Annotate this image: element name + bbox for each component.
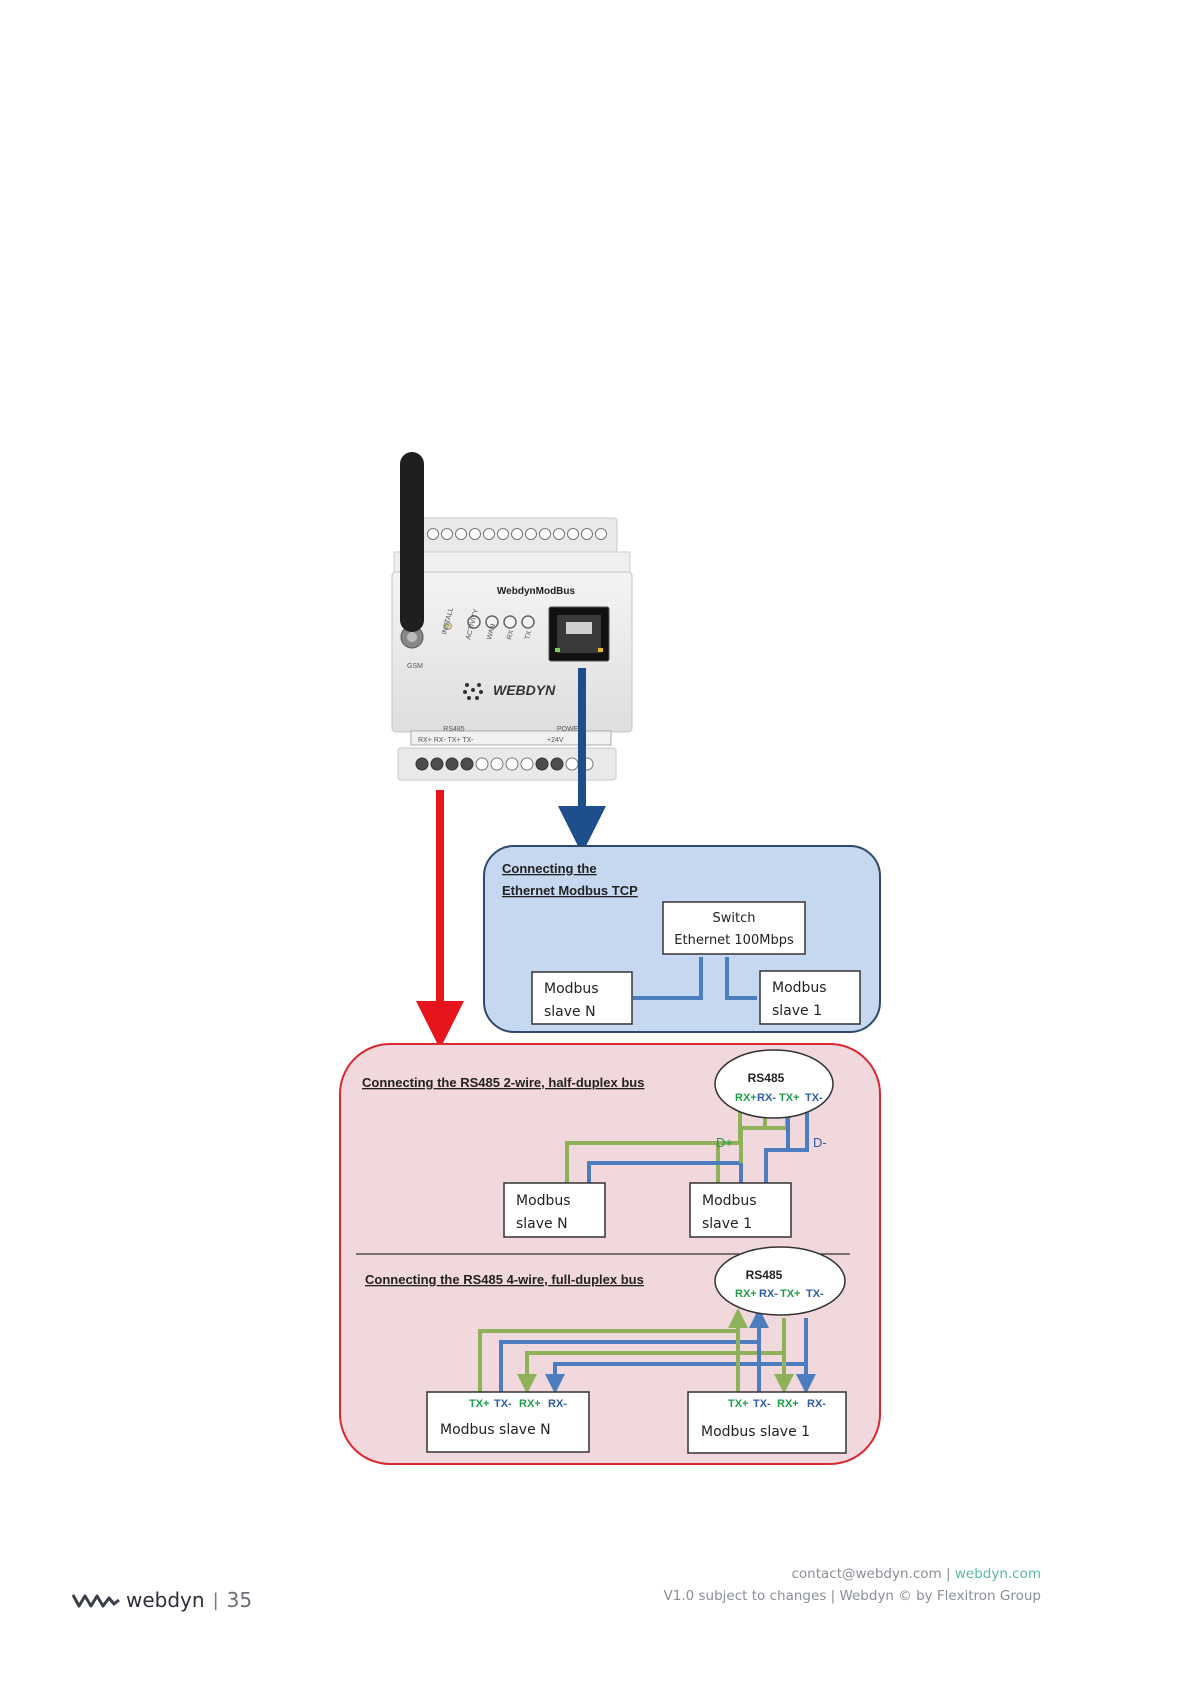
antenna-label: GSM <box>407 663 423 670</box>
rs485-2wire-slave-1-box <box>689 1182 792 1238</box>
switch-label-line2: Ethernet 100Mbps <box>674 933 794 948</box>
ethernet-port <box>548 606 610 662</box>
two-wire-title: Connecting the RS485 2-wire, half-duplex… <box>362 1075 644 1090</box>
device-model-label: WebdynModBus <box>497 586 576 597</box>
rs485-2wire-slave-1-line2: slave 1 <box>702 1216 752 1232</box>
rs485-4wire-pin-rxp: RX+ <box>735 1288 757 1300</box>
slave-n-pin-txm: TX- <box>494 1398 512 1410</box>
rs485-panel: Connecting the RS485 2-wire, half-duplex… <box>339 1043 881 1465</box>
ethernet-slave-1-line2: slave 1 <box>772 1003 822 1019</box>
slave-n-pin-rxp: RX+ <box>519 1398 541 1410</box>
ethernet-panel: Connecting the Ethernet Modbus TCP Switc… <box>483 845 881 1033</box>
d-plus-label: D+ <box>716 1135 733 1150</box>
rs485-4wire-slave-n-label: Modbus slave N <box>440 1422 551 1438</box>
ethernet-switch-box <box>662 901 806 955</box>
page-number: 35 <box>226 1588 253 1612</box>
top-terminal-screws <box>427 528 607 540</box>
footer-brand: webdyn <box>126 1588 205 1612</box>
rs485-4wire-pin-txm: TX- <box>806 1288 824 1300</box>
webdyn-logo: WEBDYN <box>463 682 556 700</box>
power-label: POWER <box>557 726 583 733</box>
footer-email-separator: | <box>945 1566 951 1582</box>
footer-email[interactable]: contact@webdyn.com <box>791 1566 942 1582</box>
ethernet-slave-n-line2: slave N <box>544 1004 596 1020</box>
rs485-2wire-slave-n-line2: slave N <box>516 1216 568 1232</box>
footer-brand-block: webdyn | 35 <box>72 1588 252 1612</box>
rs485-2wire-slave-1-line1: Modbus <box>702 1193 757 1209</box>
d-minus-label: D- <box>813 1135 827 1150</box>
rs485-2wire-pin-rxp: RX+ <box>735 1092 757 1104</box>
rs485-2wire-pin-rxm: RX- <box>757 1092 776 1104</box>
footer-contact: contact@webdyn.com | webdyn.com V1.0 sub… <box>664 1563 1041 1607</box>
rs485-2wire-pin-txm: TX- <box>805 1092 823 1104</box>
power-pins: +24V <box>547 737 564 744</box>
footer-page-separator: | <box>212 1589 219 1611</box>
webdyn-modbus-device: WebdynModBus INSTALL ACTIVITY WAN RX TX <box>391 452 633 781</box>
rs485-4wire-pin-txp: TX+ <box>780 1288 800 1300</box>
slave-n-pin-rxm: RX- <box>548 1398 567 1410</box>
slave-1-pin-txm: TX- <box>753 1398 771 1410</box>
rs485-terminal-label: RS485 <box>443 726 465 733</box>
footer-version-line: V1.0 subject to changes | Webdyn © by Fl… <box>663 1588 1041 1604</box>
switch-label-line1: Switch <box>713 911 756 926</box>
ethernet-slave-n-box <box>531 971 633 1025</box>
rs485-4wire-connector <box>714 1246 846 1316</box>
ethernet-title-line1: Connecting the <box>502 861 597 876</box>
rs485-4wire-slave-1-box <box>687 1391 847 1454</box>
status-leds <box>444 615 535 630</box>
four-wire-title: Connecting the RS485 4-wire, full-duplex… <box>365 1272 644 1287</box>
slave-1-pin-rxp: RX+ <box>777 1398 799 1410</box>
device-brand: WEBDYN <box>493 682 556 698</box>
ethernet-slave-1-line1: Modbus <box>772 980 827 996</box>
ethernet-slave-n-line1: Modbus <box>544 981 599 997</box>
led-label-tx: TX <box>524 630 533 641</box>
led-label-rx: RX <box>506 629 515 641</box>
rs485-4wire-pin-rxm: RX- <box>759 1288 778 1300</box>
gsm-antenna <box>400 452 424 632</box>
slave-1-pin-rxm: RX- <box>807 1398 826 1410</box>
led-label-wan: WAN <box>486 623 497 640</box>
rs485-4wire-slave-n-box <box>426 1391 590 1453</box>
rs485-2wire-slave-n-line1: Modbus <box>516 1193 571 1209</box>
slave-1-pin-txp: TX+ <box>728 1398 748 1410</box>
rs485-2wire-connector <box>714 1049 834 1119</box>
rs485-terminal-pins: RX+ RX- TX+ TX- <box>418 737 474 744</box>
rs485-2wire-slave-n-box <box>503 1182 606 1238</box>
ethernet-title-line2: Ethernet Modbus TCP <box>502 883 638 898</box>
rs485-4wire-label: RS485 <box>746 1268 783 1282</box>
webdyn-wave-logo-icon <box>72 1594 120 1608</box>
ethernet-slave-1-box <box>759 970 861 1025</box>
footer-website-link[interactable]: webdyn.com <box>954 1566 1041 1582</box>
rs485-2wire-pin-txp: TX+ <box>779 1092 799 1104</box>
rs485-2wire-label: RS485 <box>748 1071 785 1085</box>
rs485-4wire-slave-1-label: Modbus slave 1 <box>701 1424 810 1440</box>
slave-n-pin-txp: TX+ <box>469 1398 489 1410</box>
